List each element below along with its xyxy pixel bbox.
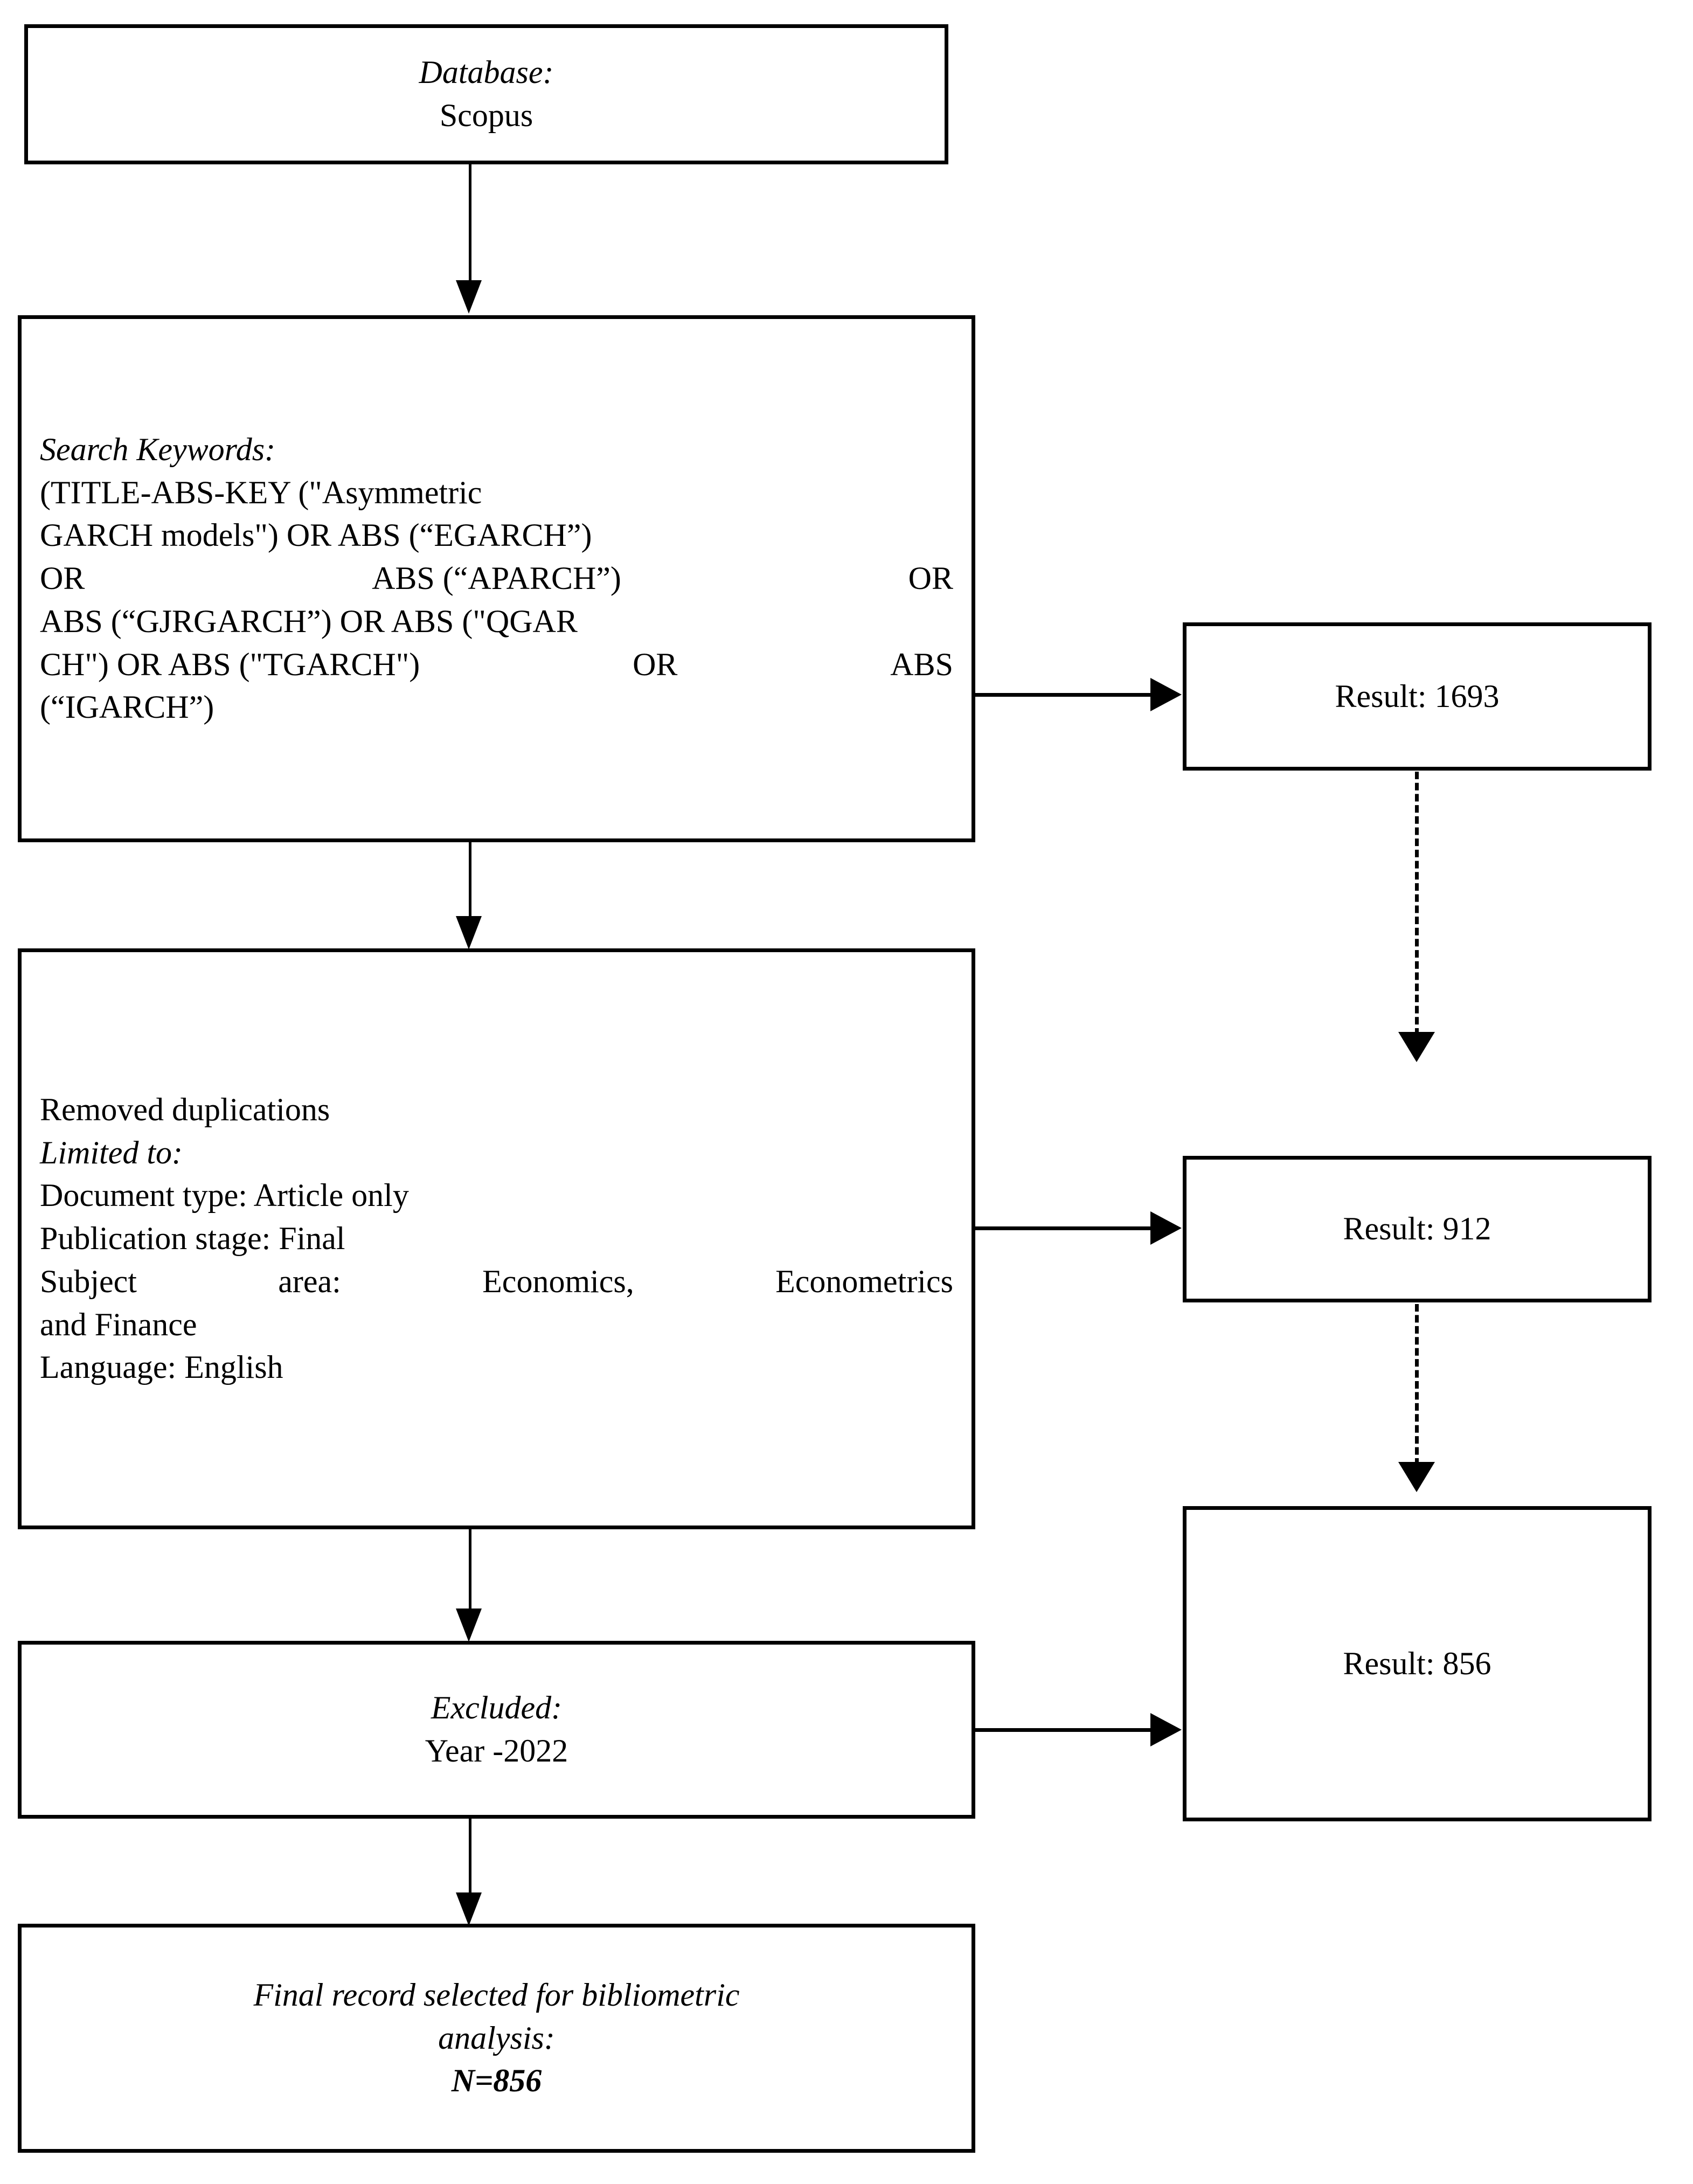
limited-to-heading: Limited to: [40, 1134, 183, 1170]
arrowhead-removed-to-result2 [1150, 1211, 1182, 1245]
node-result-1693: Result: 1693 [1183, 622, 1652, 771]
search-query-line-5-part-3: ABS [890, 646, 953, 682]
criteria-language: Language: English [40, 1349, 283, 1385]
arrowhead-keywords-to-result1 [1150, 678, 1182, 711]
subject-area-word-1: Subject [40, 1263, 137, 1299]
final-record-line-1: Final record selected for bibliometric [253, 1977, 740, 2013]
node-result-912: Result: 912 [1183, 1156, 1652, 1302]
database-heading: Database: [419, 54, 554, 91]
excluded-value: Year -2022 [425, 1733, 568, 1769]
connector-keywords-to-removed [469, 842, 471, 928]
node-search-keywords: Search Keywords: (TITLE-ABS-KEY ("Asymme… [18, 315, 975, 842]
result-1693-label: Result: 1693 [1335, 678, 1500, 714]
subject-area-word-4: Econometrics [775, 1263, 953, 1299]
search-query-line-5-part-2: OR [633, 646, 678, 682]
criteria-subject-area-line-2: and Finance [40, 1306, 197, 1342]
final-record-line-2: analysis: [438, 2020, 555, 2056]
connector-excluded-to-final [469, 1819, 471, 1898]
criteria-document-type: Document type: Article only [40, 1177, 409, 1214]
removed-duplications-first-line: Removed duplications [40, 1091, 330, 1127]
search-query-line-3: OR ABS (“APARCH”) OR [40, 557, 953, 600]
arrowhead-result1-to-result2 [1398, 1032, 1435, 1062]
node-removed-duplications: Removed duplications Limited to: Documen… [18, 948, 975, 1529]
arrowhead-excluded-to-result3 [1150, 1713, 1182, 1746]
search-query-line-3-part-2: ABS (“APARCH”) [372, 560, 621, 597]
subject-area-word-2: area: [278, 1263, 341, 1299]
result-856-label: Result: 856 [1343, 1645, 1491, 1681]
excluded-heading: Excluded: [431, 1690, 563, 1726]
search-query-line-1: (TITLE-ABS-KEY ("Asymmetric [40, 474, 482, 510]
search-keywords-heading: Search Keywords: [40, 431, 276, 467]
criteria-subject-area-line-1: Subject area: Economics, Econometrics [40, 1260, 953, 1304]
arrowhead-database-to-keywords [456, 280, 482, 314]
database-value: Scopus [439, 98, 533, 133]
arrowhead-keywords-to-removed [456, 916, 482, 949]
connector-result1-to-result2 [1415, 772, 1419, 1036]
arrowhead-removed-to-excluded [456, 1608, 482, 1642]
node-result-856: Result: 856 [1183, 1506, 1652, 1821]
search-query-line-3-part-1: OR [40, 560, 85, 597]
search-query-line-3-part-3: OR [908, 560, 953, 597]
connector-excluded-to-result3 [975, 1728, 1153, 1732]
connector-removed-to-excluded [469, 1529, 471, 1616]
node-final-record: Final record selected for bibliometric a… [18, 1924, 975, 2153]
subject-area-word-3: Economics, [482, 1263, 634, 1299]
search-query-line-2: GARCH models") OR ABS (“EGARCH”) [40, 517, 592, 553]
search-query-line-4: ABS (“GJRGARCH”) OR ABS ("QGAR [40, 603, 578, 639]
final-record-count: N=856 [451, 2063, 542, 2099]
search-query-line-5: CH") OR ABS ("TGARCH") OR ABS [40, 643, 953, 687]
node-excluded: Excluded: Year -2022 [18, 1641, 975, 1819]
result-912-label: Result: 912 [1343, 1211, 1491, 1247]
arrowhead-result2-to-result3 [1398, 1462, 1435, 1492]
search-query-line-5-part-1: CH") OR ABS ("TGARCH") [40, 646, 420, 682]
node-database: Database: Scopus [24, 24, 948, 164]
criteria-publication-stage: Publication stage: Final [40, 1221, 345, 1257]
connector-keywords-to-result1 [975, 693, 1153, 697]
connector-removed-to-result2 [975, 1226, 1153, 1230]
search-query-line-6: (“IGARCH”) [40, 689, 214, 725]
connector-result2-to-result3 [1415, 1304, 1419, 1466]
connector-database-to-keywords [469, 164, 471, 283]
arrowhead-excluded-to-final [456, 1892, 482, 1926]
